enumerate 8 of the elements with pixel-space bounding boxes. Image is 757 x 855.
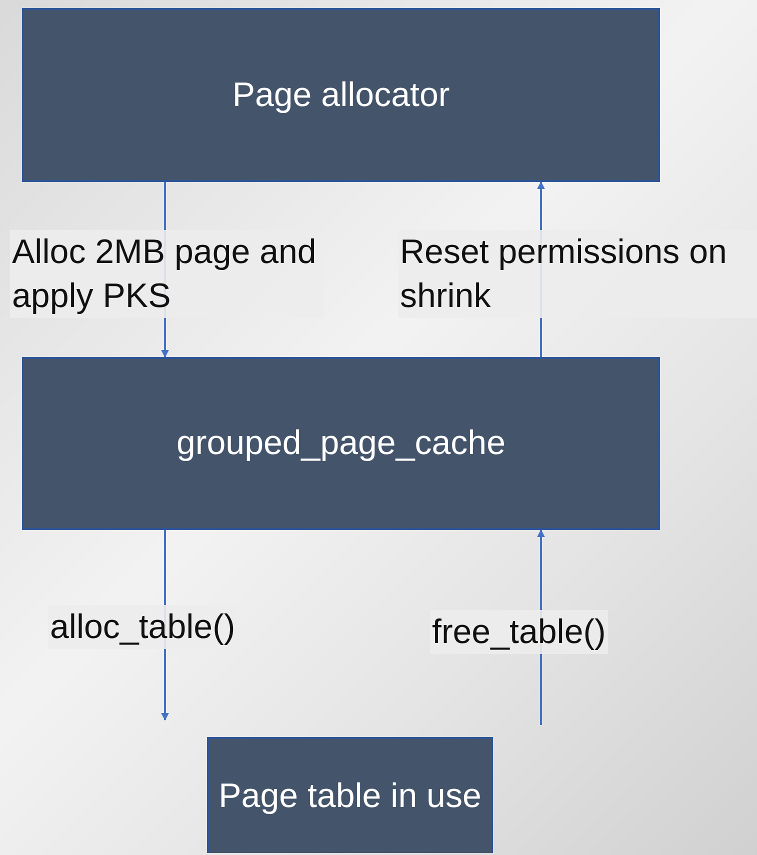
edge-label: free_table() [430,610,608,654]
edge-label: Reset permissions on shrink [398,230,757,318]
box-label: grouped_page_cache [176,423,506,464]
process-box [22,8,660,182]
process-box [22,357,660,530]
box-label: Page table in use [218,776,482,817]
box-label: Page allocator [232,74,450,116]
process-box [207,737,493,853]
